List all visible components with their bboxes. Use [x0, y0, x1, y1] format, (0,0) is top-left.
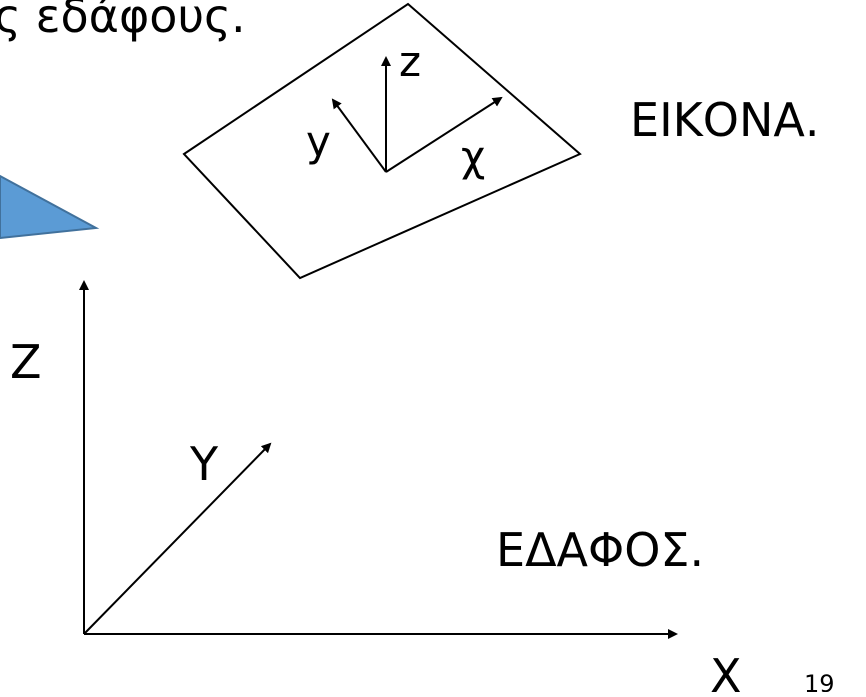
ground-z-label: Z [10, 335, 42, 389]
ground-label: ΕΔΑΦΟΣ. [496, 523, 704, 577]
page-number: 19 [804, 670, 835, 692]
image-y-axis [331, 98, 387, 173]
top-text-partial: ς εδάφους. [0, 0, 246, 43]
ground-x-label: X [710, 649, 742, 692]
image-plane-label: ΕΙΚΟΝΑ. [630, 93, 820, 147]
ground-axes [79, 280, 678, 639]
image-z-label: z [399, 37, 421, 86]
image-axes [331, 56, 503, 173]
ground-y-axis [83, 442, 272, 635]
ground-y-label: Y [189, 437, 219, 491]
image-x-axis [385, 96, 503, 173]
camera-triangle [0, 174, 100, 240]
image-x-label: χ [461, 132, 485, 181]
image-y-label: y [306, 117, 331, 166]
image-plane [182, 2, 582, 280]
